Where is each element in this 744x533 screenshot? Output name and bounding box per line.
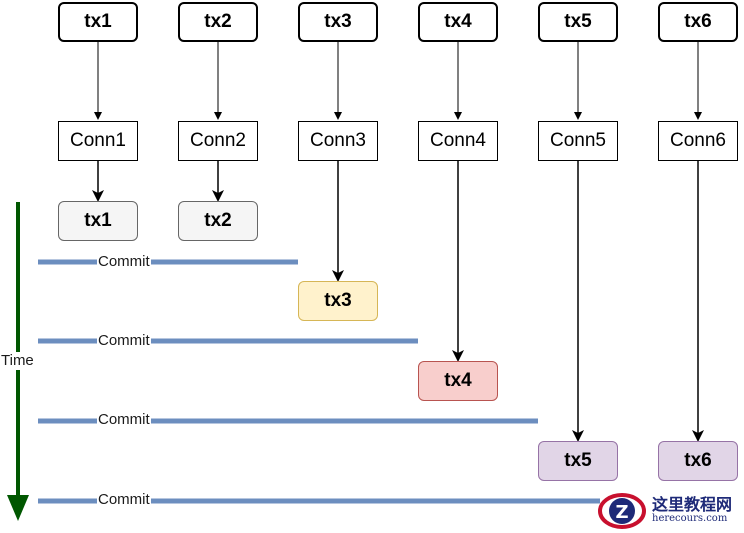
- connection-box-conn1: Conn1: [58, 121, 138, 161]
- site-watermark-logo: Z 这里教程网 herecours.com: [596, 489, 744, 533]
- time-axis-label: Time: [0, 352, 35, 370]
- watermark-text-en: herecours.com: [652, 513, 728, 524]
- watermark-z-icon: Z: [598, 493, 646, 529]
- commit-label: Commit: [97, 332, 151, 349]
- commit-label: Commit: [97, 411, 151, 428]
- connection-box-conn2: Conn2: [178, 121, 258, 161]
- executed-tx-box-tx6: tx6: [658, 441, 738, 481]
- svg-text:Z: Z: [615, 502, 628, 523]
- transaction-box-tx2: tx2: [178, 2, 258, 42]
- executed-tx-box-tx2: tx2: [178, 201, 258, 241]
- connection-box-conn3: Conn3: [298, 121, 378, 161]
- commit-label: Commit: [97, 491, 151, 508]
- connection-box-conn4: Conn4: [418, 121, 498, 161]
- executed-tx-box-tx4: tx4: [418, 361, 498, 401]
- transaction-box-tx5: tx5: [538, 2, 618, 42]
- time-axis-arrowhead: [7, 495, 29, 521]
- transaction-box-tx6: tx6: [658, 2, 738, 42]
- transaction-box-tx3: tx3: [298, 2, 378, 42]
- transaction-box-tx4: tx4: [418, 2, 498, 42]
- executed-tx-box-tx5: tx5: [538, 441, 618, 481]
- executed-tx-box-tx1: tx1: [58, 201, 138, 241]
- connection-box-conn5: Conn5: [538, 121, 618, 161]
- watermark-text-cn: 这里教程网: [652, 495, 733, 514]
- transaction-box-tx1: tx1: [58, 2, 138, 42]
- commit-label: Commit: [97, 253, 151, 270]
- executed-tx-box-tx3: tx3: [298, 281, 378, 321]
- connection-box-conn6: Conn6: [658, 121, 738, 161]
